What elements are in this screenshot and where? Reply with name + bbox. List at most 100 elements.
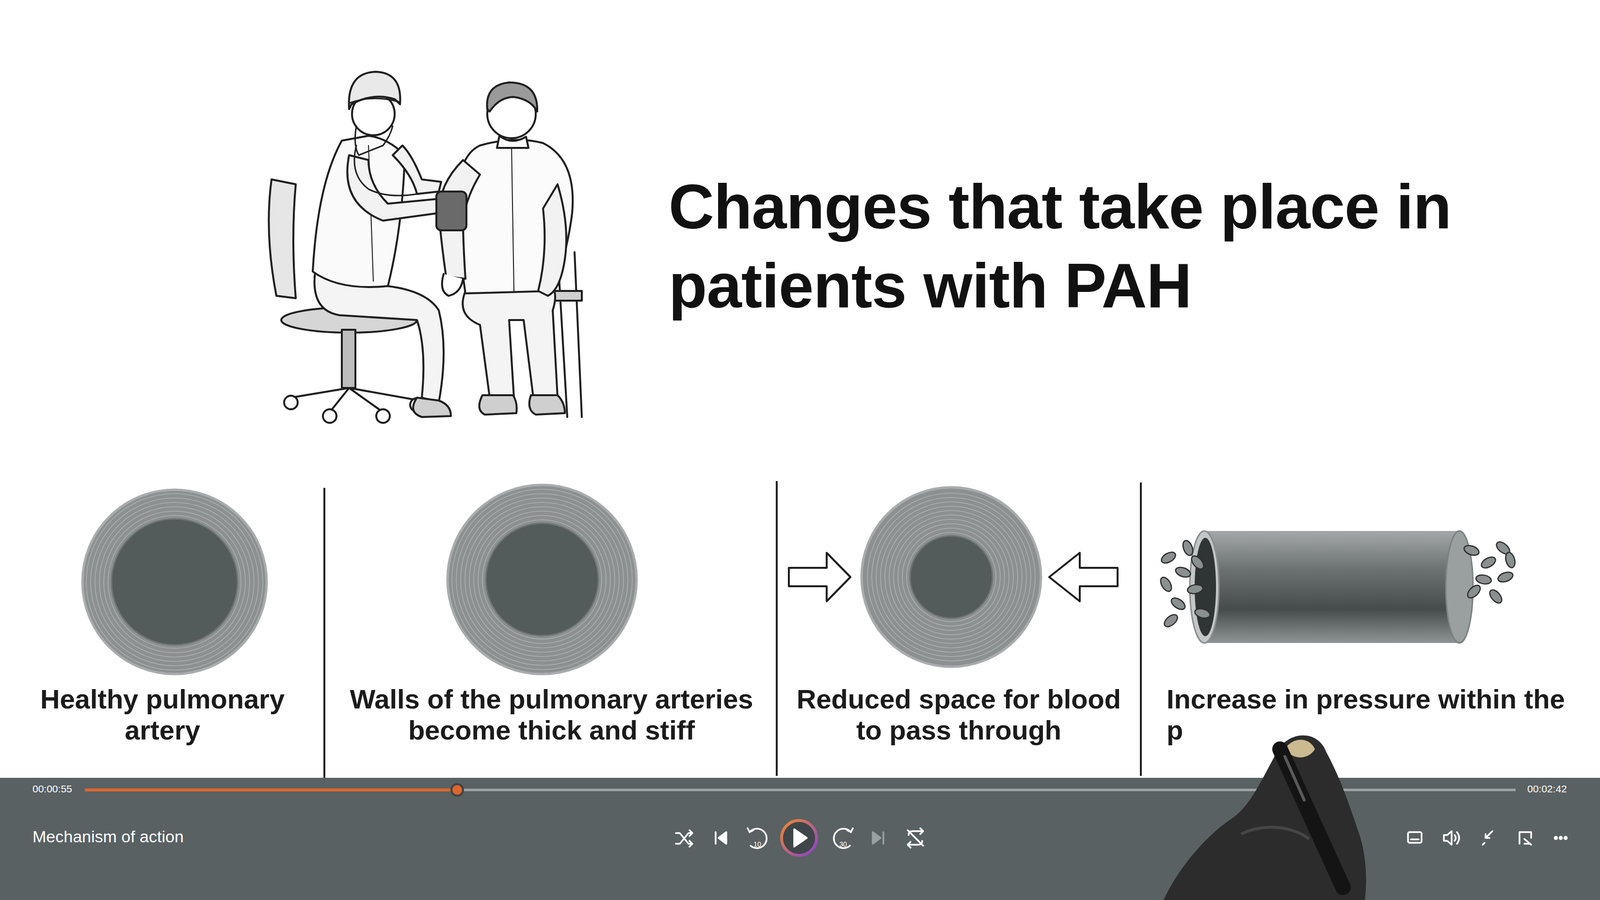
blood-cell [1189, 553, 1206, 572]
blood-cell [1193, 607, 1212, 620]
drawing-part [794, 829, 807, 847]
wall-layer [884, 510, 1018, 644]
drawing-part [511, 145, 514, 291]
wall-layer [95, 502, 255, 662]
drawing-part [1454, 832, 1460, 844]
blood-cell [1181, 539, 1195, 557]
drawing-part [341, 329, 356, 388]
wall-layer [99, 506, 250, 657]
drawing-part [1559, 836, 1563, 840]
artery-cross-section [334, 480, 847, 684]
drawing-part [872, 832, 881, 844]
drawing-part [882, 832, 885, 844]
drawing-part [487, 82, 538, 112]
drawing-part [714, 832, 717, 844]
wall-layer [867, 493, 1036, 661]
skip-seconds: 30 [839, 840, 848, 848]
wall-layer [906, 532, 996, 622]
drawing-part [1139, 482, 1142, 776]
blood-cell [1174, 565, 1192, 579]
drawing-part [413, 397, 451, 417]
pressure-arrow [1049, 552, 1118, 602]
drawing-part [322, 409, 337, 423]
wall-layer [86, 493, 263, 671]
drawing-part [529, 395, 565, 415]
drawing-part [847, 828, 853, 832]
artery-panel: Walls of the pulmonary arteries become t… [334, 480, 769, 747]
blood-cell [1504, 551, 1517, 569]
wall-layer [482, 519, 602, 640]
wall-layer [478, 515, 607, 644]
drawing-part [1241, 827, 1310, 839]
drawing-part [775, 480, 778, 776]
wall-layer [464, 502, 620, 657]
drawing-part [350, 98, 400, 103]
wall-layer [456, 493, 628, 666]
time-label: 00:00:55 [32, 783, 73, 795]
wall-layer [451, 489, 633, 670]
drawing-hand [1163, 735, 1367, 900]
drawing-part [354, 126, 393, 156]
artery-wall [861, 487, 1041, 667]
blood-cell [1475, 573, 1493, 585]
drawing-part [1284, 756, 1305, 800]
pressure-arrow [788, 552, 851, 602]
wall-layer [473, 511, 611, 648]
drawing-part [538, 184, 567, 296]
artery-panel: Increase in pressure within the p [1149, 480, 1591, 747]
artery-cross-section [9, 480, 393, 684]
blood-cell [1496, 570, 1515, 584]
artery-lumen [111, 518, 238, 645]
artery-panel: Healthy pulmonary artery [9, 480, 316, 747]
drawing-part [268, 179, 296, 299]
drawing-part [479, 395, 517, 415]
drawing-part [290, 387, 417, 413]
artery-lumen [910, 535, 993, 619]
blood-cell [1465, 582, 1483, 600]
blood-cell [1159, 549, 1178, 566]
drawing-part [392, 145, 442, 194]
drawing-part [462, 286, 558, 398]
blood-cell [1487, 587, 1504, 606]
wall-layer [889, 514, 1014, 640]
wall-layer [469, 506, 615, 653]
wall-layer [897, 523, 1005, 631]
drawing-part [1564, 836, 1568, 840]
artery-panel: Reduced space for blood to pass through [783, 480, 1135, 747]
title-text: Changes that take place in patients with… [668, 167, 1522, 325]
drawing-part [1554, 836, 1558, 840]
wall-layer [103, 511, 246, 653]
panel-caption: Reduced space for blood to pass through [783, 683, 1135, 747]
artery-wall [82, 489, 267, 674]
drawing-part [376, 409, 390, 423]
drawing-part [907, 828, 924, 848]
wall-layer [876, 501, 1027, 653]
drawing-part [747, 828, 754, 832]
drawing-part [1482, 831, 1493, 845]
drawing-part [436, 191, 467, 231]
blood-cell [1186, 583, 1204, 595]
drawing-part [284, 395, 298, 410]
video-title: Mechanism of action [32, 827, 184, 847]
artery-lumen [485, 523, 599, 636]
player-controls [675, 820, 1568, 856]
drawing-part [84, 788, 458, 792]
drawing-part [314, 271, 444, 403]
wall-layer [90, 497, 259, 666]
drawing-part [1443, 831, 1452, 845]
blood-cell [1479, 554, 1498, 571]
drawing-part [349, 71, 401, 110]
drawing-part [781, 820, 817, 856]
artery-cross-section [783, 480, 1213, 684]
wall-layer [880, 506, 1023, 648]
panel-caption: Increase in pressure within the p [1149, 683, 1591, 747]
blood-cell [1462, 543, 1481, 558]
doctor-patient-illustration [268, 71, 582, 423]
drawing-part [1410, 838, 1419, 841]
time-label: 00:02:42 [1527, 783, 1568, 795]
wall-layer [902, 528, 1001, 626]
drawing-part [451, 784, 464, 796]
wall-layer [893, 519, 1009, 635]
